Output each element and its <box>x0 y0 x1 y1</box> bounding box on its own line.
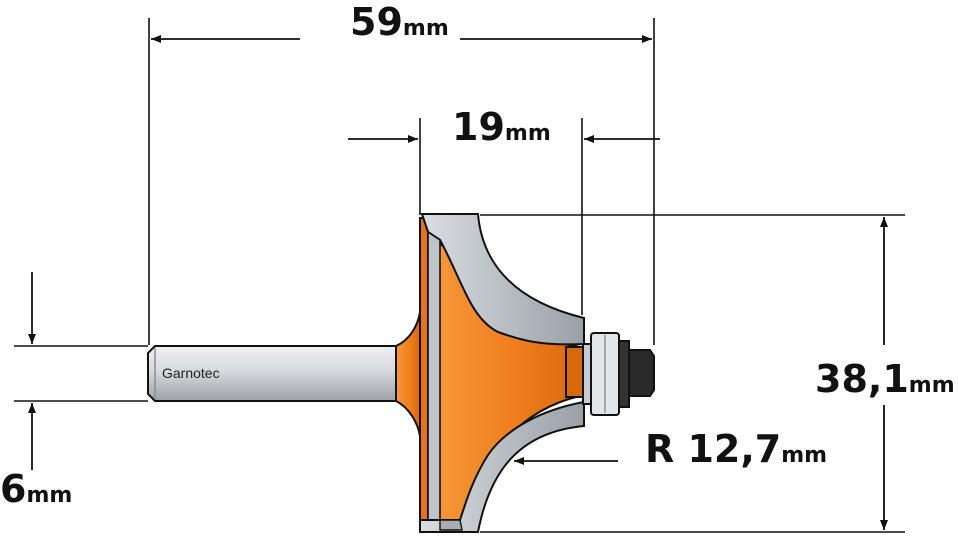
brand-label: Garnotec <box>162 365 220 381</box>
dimension-arrows <box>28 35 888 530</box>
cutter-body <box>395 217 585 533</box>
dimension-labels: 59mm 19mm 38,1mm R 12,7mm 6mm <box>0 0 955 511</box>
dim-cutting-height: 19mm <box>452 105 551 149</box>
bearing <box>582 332 655 416</box>
shank: Garnotec <box>147 345 401 402</box>
extension-lines <box>14 18 905 533</box>
dim-shank: 6mm <box>0 467 72 511</box>
dim-overall-length: 59mm <box>350 0 449 44</box>
dim-diameter: 38,1mm <box>815 357 955 401</box>
dim-radius: R 12,7mm <box>645 427 827 471</box>
carbide-edges <box>419 213 585 533</box>
